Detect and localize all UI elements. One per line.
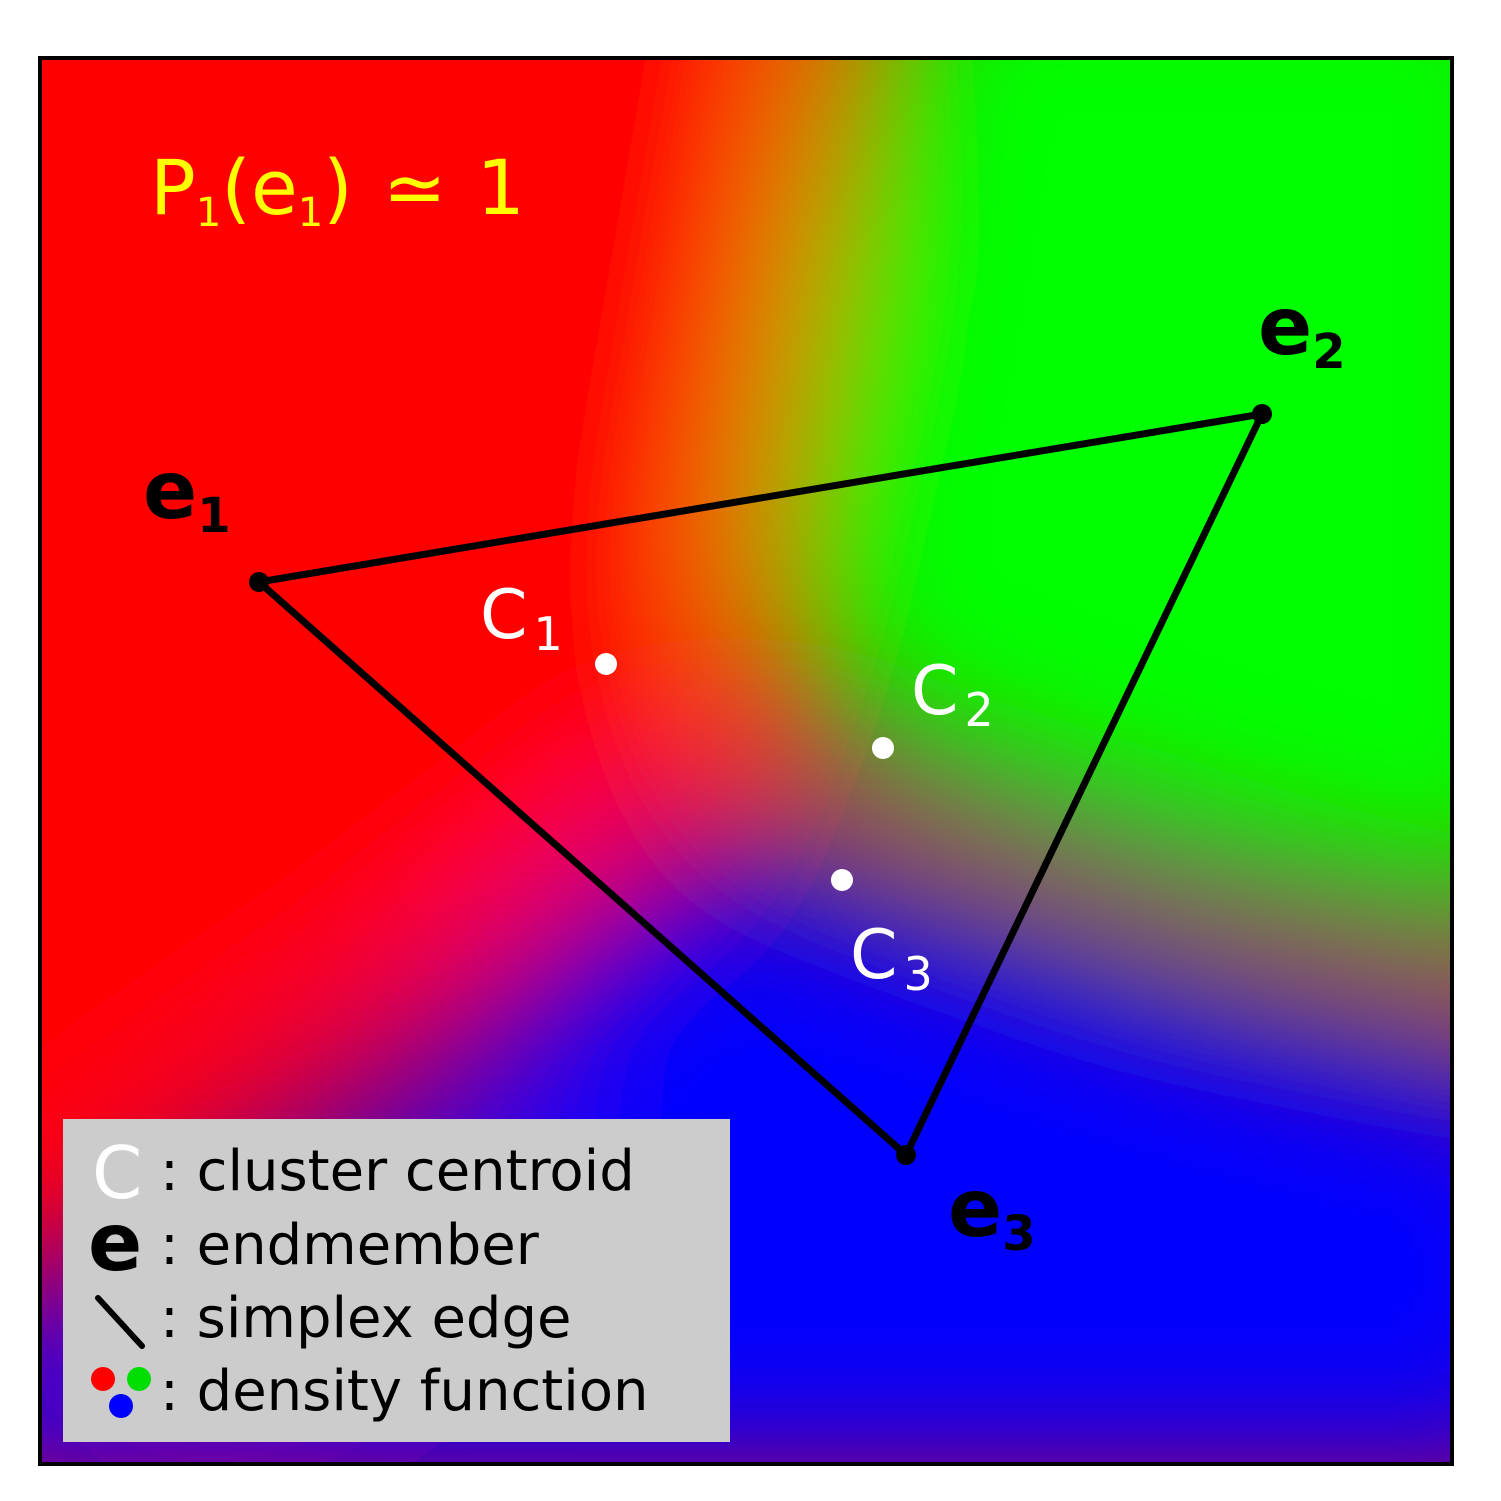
probability-annotation: P1(e1)≃1 — [150, 143, 525, 236]
vertex-e1 — [249, 572, 269, 592]
annotation-paren-open: ( — [221, 143, 251, 232]
vertex-e2 — [1252, 404, 1272, 424]
legend: C : cluster centroid e : endmember : sim… — [63, 1119, 730, 1442]
annotation-relation: ≃ — [383, 143, 447, 232]
legend-density-dots-icon — [91, 1367, 151, 1418]
simplex-edge-e3-e1 — [255, 578, 910, 1159]
legend-label-cluster-centroid: : cluster centroid — [160, 1139, 635, 1204]
simplex-edges — [255, 410, 1266, 1159]
vertex-e3 — [896, 1145, 916, 1165]
simplex-edge-e1-e2 — [255, 410, 1266, 586]
legend-label-endmember: : endmember — [160, 1213, 540, 1278]
centroid-point-c2 — [872, 737, 894, 759]
density-dot-green — [127, 1367, 151, 1391]
centroid-point-c1 — [595, 653, 617, 675]
legend-label-simplex-edge: : simplex edge — [160, 1286, 571, 1351]
annotation-arg-base: e — [251, 143, 298, 232]
legend-centroid-symbol: C — [92, 1131, 142, 1215]
endmember-label-e1: e1 — [143, 444, 231, 544]
plot-frame — [38, 56, 1454, 1466]
annotation-paren-close: ) — [323, 143, 353, 232]
endmember-label-e2: e2 — [1258, 280, 1346, 380]
centroid-point-c3 — [831, 869, 853, 891]
density-dot-blue — [109, 1394, 133, 1418]
legend-edge-icon — [95, 1295, 145, 1349]
legend-label-density-function: : density function — [160, 1359, 649, 1424]
legend-box — [63, 1119, 730, 1442]
simplex-edge-e2-e3 — [902, 410, 1266, 1159]
endmember-label-e3: e3 — [948, 1162, 1036, 1262]
annotation-base: P — [150, 143, 196, 232]
annotation-sub: 1 — [196, 190, 221, 236]
annotation-value: 1 — [477, 143, 525, 232]
annotation-arg-sub: 1 — [298, 190, 323, 236]
density-dot-red — [91, 1367, 115, 1391]
legend-endmember-symbol: e — [88, 1196, 142, 1289]
